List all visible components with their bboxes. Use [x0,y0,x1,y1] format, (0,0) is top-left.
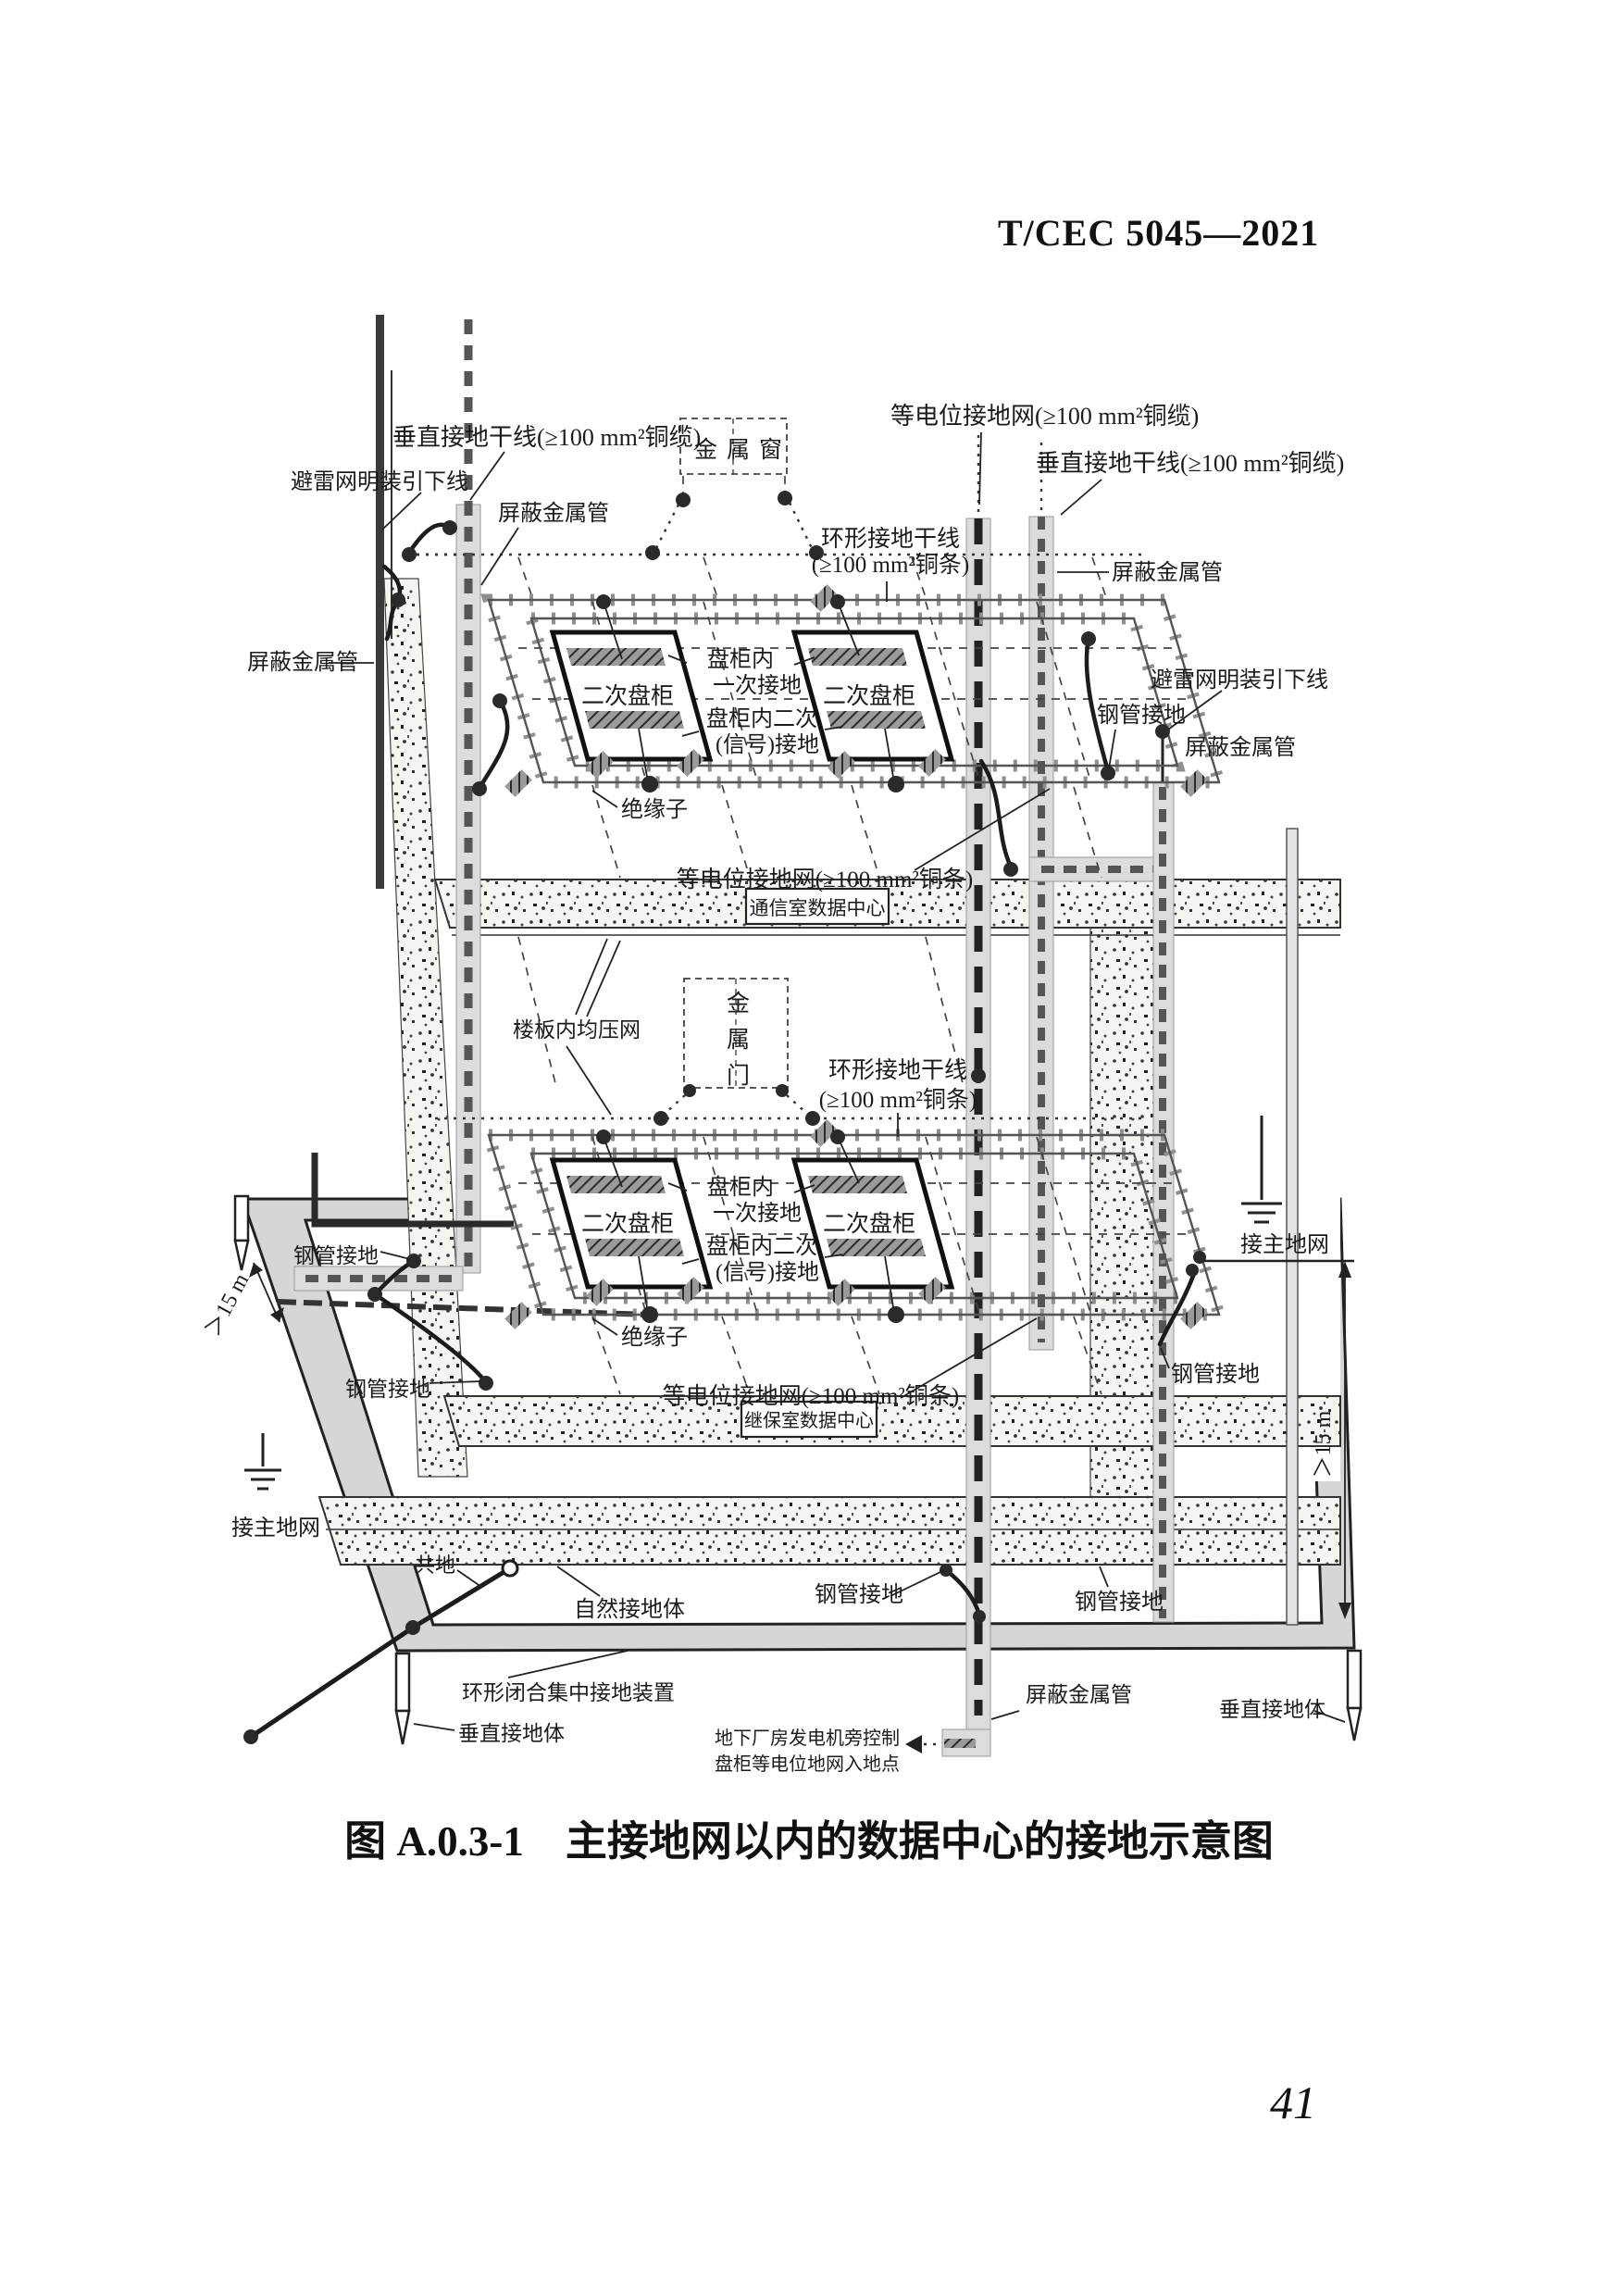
label-lightning-down-right: 避雷网明装引下线 [1151,668,1328,693]
label-entry-point-2: 盘柜等电位地网入地点 [715,1753,900,1775]
cabinet-lower-right-label: 二次盘柜 [823,1211,915,1237]
label-metal-window: 金属窗 [694,437,791,463]
label-panel-primary-2-lower: 一次接地 [713,1201,802,1226]
label-panel-primary-1-lower: 盘柜内 [707,1175,774,1200]
label-shield-pipe-topleft: 屏蔽金属管 [498,501,609,526]
label-metal-door: 金属门 [724,991,751,1099]
vertical-electrode-right [1346,1649,1363,1741]
label-panel-signal-1-lower: 盘柜内二次 [706,1234,817,1259]
common-ground-conductor [243,1559,519,1744]
label-lightning-down-left: 避雷网明装引下线 [291,469,468,494]
label-shield-pipe-leftwall: 屏蔽金属管 [247,650,358,675]
page-number: 41 [1270,2077,1316,2128]
natural-earth-band [317,1496,1341,1566]
label-steel-pipe-ground-right-lower: 钢管接地 [1171,1362,1260,1387]
cabinet-upper-right-label: 二次盘柜 [823,683,915,709]
cabinet-upper-left-bar-top [566,648,666,666]
lower-room-insulator-ticks [504,1119,1208,1329]
lower-room-name: 继保室数据中心 [744,1410,874,1431]
lightning-down-conductor-left [376,315,384,889]
label-common-ground: 共地 [415,1554,455,1577]
upper-room-name-box [744,887,890,926]
label-ring-trunk-upper-1: 环形接地干线 [821,526,960,552]
window-drop-l [653,504,680,551]
label-vertical-electrode-right: 垂直接地体 [1219,1698,1326,1721]
label-to-main-grid-right: 接主地网 [1240,1232,1329,1257]
label-shield-pipe-bottom: 屏蔽金属管 [1026,1683,1132,1706]
entry-arrow-icon [905,1735,922,1753]
floor-slab-lower [442,1395,1341,1447]
label-insulator-upper: 绝缘子 [621,797,688,822]
earth-symbol-left [244,1433,281,1491]
label-shield-pipe-topright: 屏蔽金属管 [1112,560,1223,585]
right-outer-wall [1286,828,1299,1626]
label-steel-pipe-ground-bottom-2: 钢管接地 [1075,1590,1164,1615]
label-equipotential-bar-lower: 等电位接地网(≥100 mm²铜条) [663,1383,960,1409]
label-shield-pipe-right: 屏蔽金属管 [1185,735,1296,760]
vertical-electrode-left [394,1652,411,1745]
label-vertical-electrode-left: 垂直接地体 [458,1722,565,1745]
label-to-main-grid-left: 接主地网 [231,1516,320,1541]
rod-mast-left [233,1194,250,1271]
cabinet-upper-right-bar-top [808,648,907,666]
dimension-15m-right [1338,1261,1351,1619]
label-panel-primary-2-upper: 一次接地 [713,673,802,698]
cabinet-lower-left-bar-bottom [585,1239,684,1256]
lateral-conductor [277,1299,649,1317]
leader-lines [329,431,1346,1731]
standard-number-header: T/CEC 5045—2021 [998,212,1320,254]
corner-conductor [311,1153,514,1228]
label-equipotential-cable: 等电位接地网(≥100 mm²铜缆) [890,403,1199,430]
label-ring-trunk-lower-2: (≥100 mm²铜条) [819,1087,977,1113]
entry-foot-bar [944,1739,976,1748]
label-insulator-lower: 绝缘子 [621,1325,688,1350]
label-ring-closed-device: 环形闭合集中接地装置 [462,1681,675,1704]
label-vertical-trunk-right: 垂直接地干线(≥100 mm²铜缆) [1036,450,1344,477]
label-panel-signal-2-lower: (信号)接地 [716,1260,819,1285]
label-floor-mesh: 楼板内均压网 [513,1018,641,1042]
cabinet-upper-right-bar-bottom [827,711,926,729]
label-equipotential-bar-upper: 等电位接地网(≥100 mm²铜条) [677,867,974,892]
shield-pipe-right-trunk [1028,516,1054,1351]
label-panel-signal-2-upper: (信号)接地 [716,732,819,757]
cabinet-lower-left-bar-top [566,1176,666,1193]
earth-symbol-right [1241,1116,1282,1224]
label-distance-15m-left: ＞15 m [201,1269,254,1341]
upper-room-insulator-ticks [504,584,1208,797]
label-vertical-trunk-left: 垂直接地干线(≥100 mm²铜缆) [392,424,701,451]
label-steel-pipe-ground-left-lower: 钢管接地 [345,1378,430,1401]
cabinet-upper-left-label: 二次盘柜 [581,683,674,709]
cabinet-upper-left-bar-bottom [585,711,684,729]
right-wall-concrete [1089,911,1156,1566]
cabinet-lower-right-bar-bottom [827,1239,926,1256]
label-steel-pipe-ground-left-upper: 钢管接地 [293,1244,379,1267]
roof-mesh-diagonals [517,556,1107,598]
label-ring-trunk-upper-2: (≥100 mm²铜条) [812,552,970,578]
label-natural-electrode: 自然接地体 [574,1597,685,1622]
cabinet-lower-right-bar-top [808,1176,907,1193]
label-panel-primary-1-upper: 盘柜内 [707,647,774,672]
label-distance-15m-right: ＞15 m [1312,1410,1336,1478]
lower-room-equipotential-ring [480,1129,1227,1321]
label-ring-trunk-lower-1: 环形接地干线 [828,1057,967,1083]
label-entry-point-1: 地下厂房发电机旁控制 [715,1728,900,1749]
lower-shaft-dashes [591,1316,1102,1395]
label-steel-pipe-ground-right-upper: 钢管接地 [1097,703,1186,728]
lower-room-cables [603,1136,895,1314]
upper-shaft-dashes [517,784,1102,1084]
label-steel-pipe-ground-bottom-1: 钢管接地 [815,1582,903,1607]
label-panel-signal-1-upper: 盘柜内二次 [706,706,817,731]
figure-caption: 图 A.0.3-1 主接地网以内的数据中心的接地示意图 [344,1818,1274,1865]
window-drop-r [788,502,815,551]
left-wall-concrete [383,578,468,1478]
lower-room-name-box [740,1400,878,1439]
upper-room-equipotential-ring [480,593,1227,789]
junction-dots [367,491,1206,1623]
upper-room-name: 通信室数据中心 [750,897,886,919]
upper-room-cables [603,601,895,783]
dimension-15m-left [249,1262,284,1323]
cabinet-lower-left-label: 二次盘柜 [581,1211,674,1237]
metal-door-box [683,978,789,1089]
